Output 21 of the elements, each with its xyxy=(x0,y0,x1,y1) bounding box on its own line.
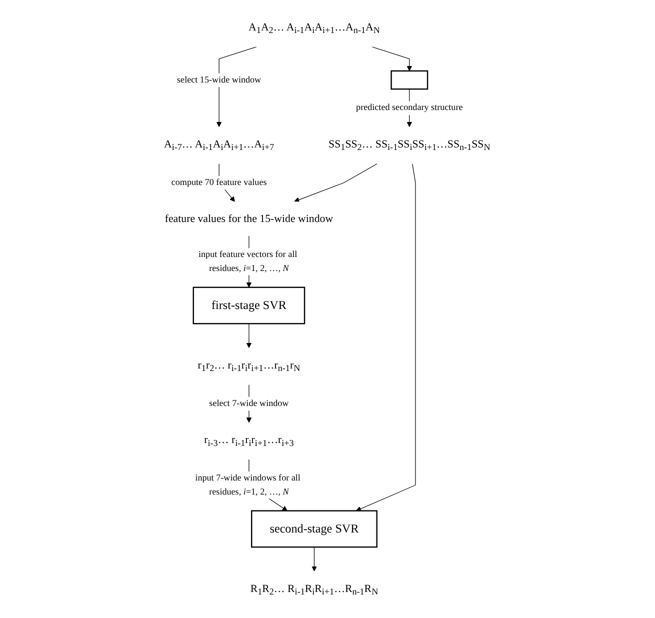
node-text: feature values for the 15-wide window xyxy=(165,212,334,225)
arrow xyxy=(312,546,318,572)
arrow xyxy=(372,46,412,72)
node-text: r$_{1}$r$_{2}$… r$_{i-1}$r$_{i}$r$_{i+1}$…r$_{n-1}$r$_{N}$ xyxy=(198,358,301,374)
arrow xyxy=(356,163,416,512)
edge-label: select 7-wide window xyxy=(210,398,290,408)
node-box: first-stage SVR xyxy=(193,286,306,324)
node-box xyxy=(391,70,429,90)
edge-label: predicted secondary structure xyxy=(356,102,464,113)
edge-label: input feature vectors for all residues, i=1, 2, …, N xyxy=(198,250,298,274)
node-box: second-stage SVR xyxy=(251,510,378,548)
edge-label: input 7-wide windows for all residues, i=1, 2, …, N xyxy=(196,473,301,497)
node-text: r$_{i-3}$… r$_{i-1}$r$_{i}$r$_{i+1}$…r$_{i+3}$ xyxy=(204,433,294,448)
edge-label: select 15-wide window xyxy=(177,75,262,85)
node-text: SS$_{1}$SS$_{2}$… SS$_{i-1}$SS$_{i}$SS$_{i+1}$…SS$_{n-1}$SS$_{N}$ xyxy=(328,138,491,153)
arrow xyxy=(294,163,378,202)
edge-label: compute 70 feature values xyxy=(172,178,268,188)
node-text: R$_{1}$R$_{2}$… R$_{i-1}$R$_{i}$R$_{i+1}$…R$_{n-1}$R$_{N}$ xyxy=(250,582,379,597)
node-text: A$_{1}$A$_{2}$… A$_{i-1}$A$_{i}$A$_{i+1}$…A$_{n-1}$A$_{N}$ xyxy=(248,20,380,36)
node-text: A$_{i-7}$… A$_{i-1}$A$_{i}$A$_{i+1}$…A$_{i+7}$ xyxy=(164,138,275,153)
arrow xyxy=(246,323,252,348)
